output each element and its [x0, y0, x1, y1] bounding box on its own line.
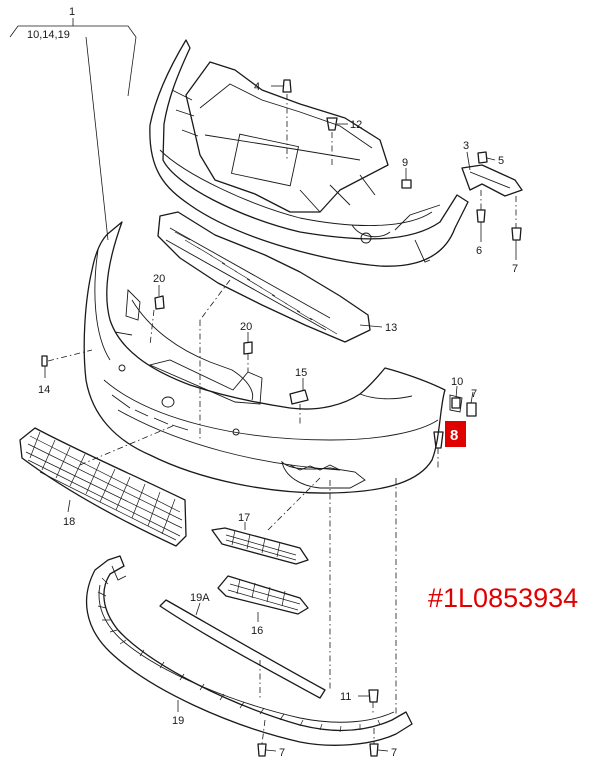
callout-20-lower: 20: [240, 321, 252, 333]
absorber-13: [157, 211, 383, 440]
highlight-8-box: [445, 421, 466, 447]
callout-10: 10: [451, 376, 463, 388]
callout-11: 11: [340, 691, 351, 703]
clip-9: [401, 168, 412, 189]
callout-8: 8: [450, 427, 458, 444]
callout-14: 14: [38, 384, 50, 396]
callout-5: 5: [498, 155, 504, 167]
clip-11: [358, 689, 379, 715]
spoiler-19: [85, 478, 413, 746]
label-1-bracket: [9, 18, 137, 241]
bumper-carrier: [149, 39, 469, 267]
callout-7-bottom-right: 7: [391, 747, 397, 759]
bumper-cover: [83, 221, 463, 494]
callout-17: 17: [238, 512, 250, 524]
callout-15: 15: [295, 367, 307, 379]
side-bracket-3: [461, 151, 523, 260]
clip-14: [41, 349, 93, 378]
fog-grille-17: [211, 477, 321, 565]
callout-4: 4: [254, 81, 260, 93]
callout-12: 12: [350, 119, 362, 131]
screw-7-bottom-left: [257, 743, 277, 757]
callout-13: 13: [385, 322, 397, 334]
part-number: #1L0853934: [428, 583, 578, 613]
clip-12: [326, 117, 348, 165]
callout-7-right: 7: [471, 388, 477, 400]
callout-3: 3: [463, 140, 469, 152]
callout-19: 19: [172, 715, 184, 727]
callout-1: 1: [69, 6, 75, 18]
callout-7-bottom-left: 7: [279, 747, 285, 759]
callout-20-upper: 20: [153, 273, 165, 285]
clip-20-a: [149, 285, 165, 346]
callout-18: 18: [63, 516, 75, 528]
callout-1-sub: 10,14,19: [27, 29, 70, 41]
grille-18: [19, 424, 187, 547]
callout-7-upper: 7: [512, 263, 518, 275]
callout-9: 9: [402, 157, 408, 169]
fasteners-right: [433, 385, 477, 470]
trim-strip-19a: [159, 599, 326, 700]
screw-7-bottom-right: [369, 728, 389, 757]
cap-15: [289, 378, 309, 425]
callout-16: 16: [251, 625, 263, 637]
clip-20-b: [243, 332, 253, 372]
fog-grille-16: [217, 575, 309, 622]
callout-19a: 19A: [190, 592, 210, 604]
callout-6: 6: [476, 245, 482, 257]
clip-4: [271, 79, 292, 160]
